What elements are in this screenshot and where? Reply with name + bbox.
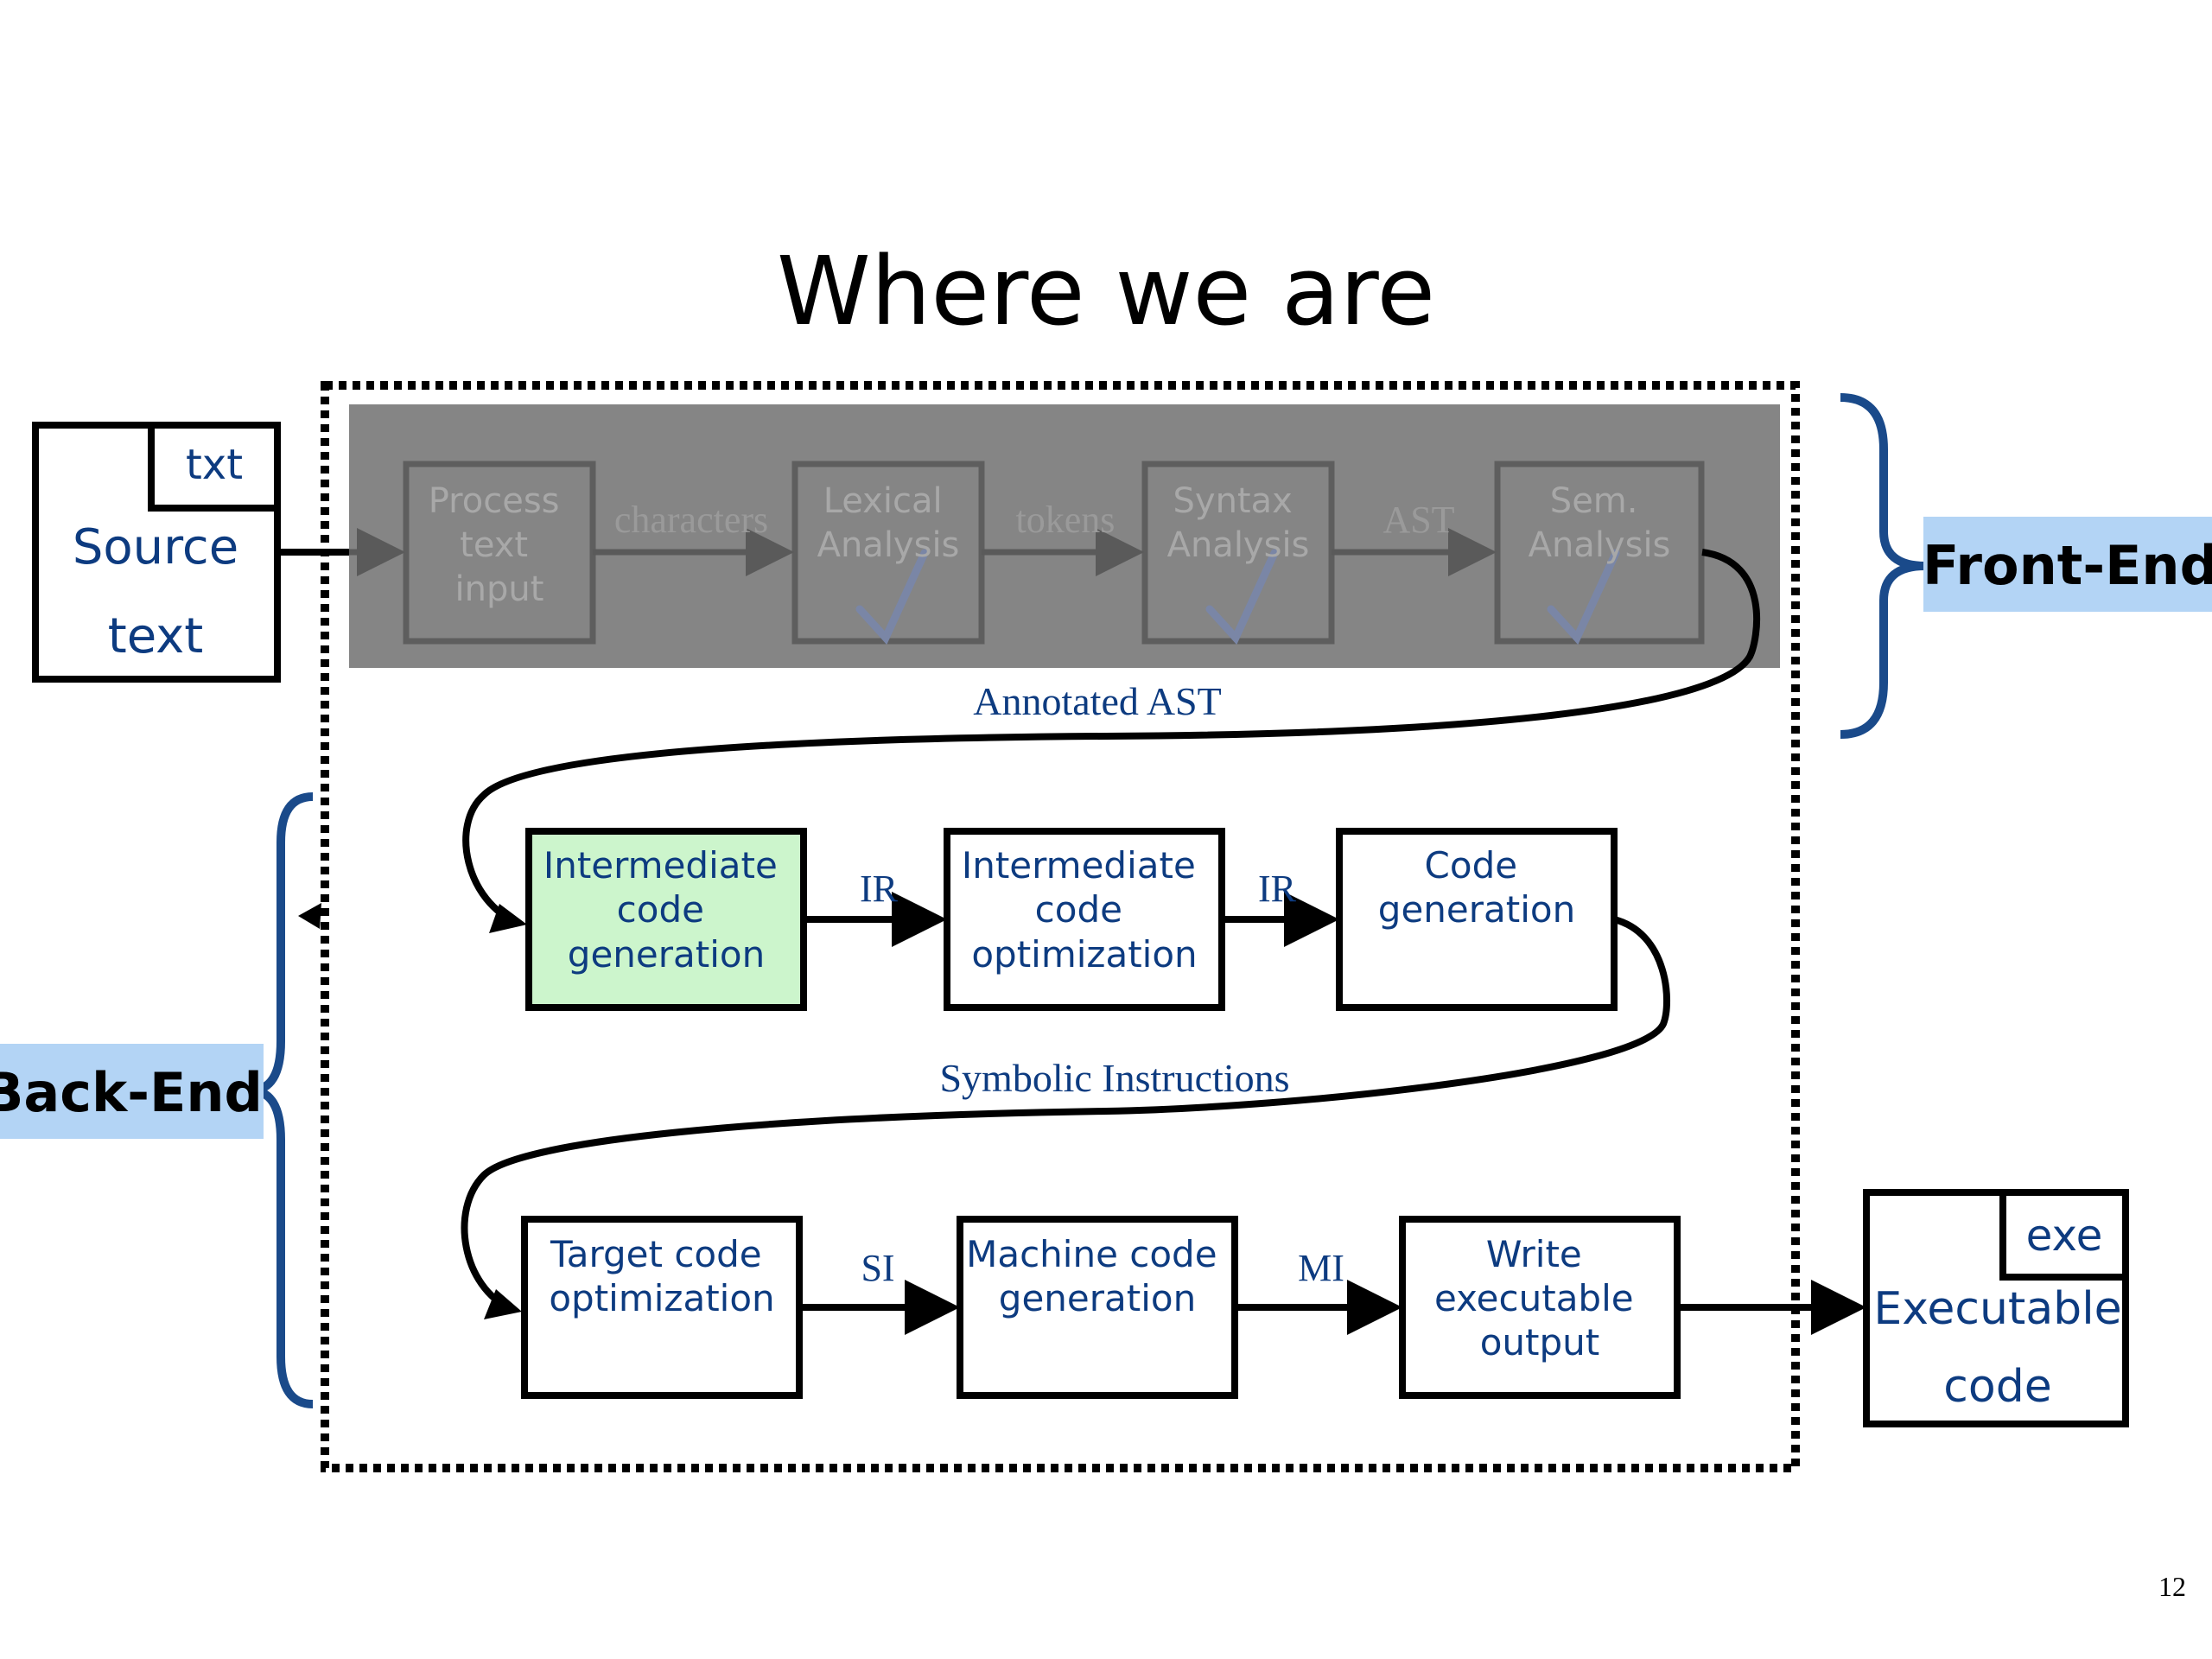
stage-label: Process <box>429 481 560 521</box>
edge-label-mi: MI <box>1298 1247 1344 1289</box>
svg-text:Machine code generation: Machine code generation <box>966 1233 1229 1319</box>
stage-label: Sem. <box>1550 481 1638 521</box>
edge-label-characters: characters <box>614 499 768 541</box>
edge-label-tokens: tokens <box>1016 499 1116 541</box>
stage-box-write-executable-output <box>1399 1216 1681 1399</box>
front-end-label: Front-End <box>1923 534 2212 597</box>
source-label-line2: text <box>108 608 204 664</box>
front-end-brace <box>1840 393 1926 739</box>
stage-label: executable <box>1434 1277 1634 1319</box>
page-number: 12 <box>2158 1571 2186 1602</box>
stage-label: Analysis <box>1167 525 1310 565</box>
stage-label: Analysis <box>1529 525 1671 565</box>
front-end-label-bg <box>1923 517 2212 612</box>
stage-label: generation <box>1378 888 1575 931</box>
arrowhead <box>484 1289 522 1319</box>
stage-label: Write <box>1486 1233 1582 1275</box>
stage-box-target-code-optimization <box>521 1216 803 1399</box>
svg-text:Write executable o: Write executable output <box>1434 1233 1645 1363</box>
back-end-label-bg <box>0 1044 264 1139</box>
annotated-ast-label: Annotated AST <box>973 679 1221 723</box>
stage-label: generation <box>568 933 765 976</box>
svg-text:Sem. Analysis: Sem. Analysis <box>1529 481 1671 565</box>
stage-label: Intermediate <box>543 844 778 887</box>
stage-label: input <box>455 569 544 609</box>
stage-label: output <box>1480 1321 1600 1363</box>
stage-label: optimization <box>549 1277 774 1319</box>
stage-label: Syntax <box>1173 481 1293 521</box>
stage-label: Analysis <box>817 525 960 565</box>
stage-label: Intermediate <box>962 844 1196 887</box>
annotated-ast-connector <box>462 549 1761 926</box>
edge-label-ast: AST <box>1382 499 1454 541</box>
stage-label: code <box>1035 888 1122 931</box>
stage-box-machine-code-generation <box>957 1216 1238 1399</box>
back-end-label: Back-End <box>0 1061 263 1124</box>
svg-text:Intermediate code: Intermediate code optimization <box>962 844 1207 976</box>
compiler-boundary <box>321 381 1800 1472</box>
executable-label-line2: code <box>1943 1361 2051 1413</box>
stage-label: Machine code <box>966 1233 1217 1275</box>
executable-code-document: exe Executable code <box>1863 1189 2129 1427</box>
symbolic-instructions-label: Symbolic Instructions <box>939 1056 1289 1100</box>
svg-text:Intermediate code: Intermediate code generation <box>543 844 789 976</box>
front-end-overlay <box>349 404 1780 668</box>
stage-label: code <box>617 888 704 931</box>
svg-text:Process text input: Process text input <box>429 481 570 609</box>
edge-label-si: SI <box>861 1247 894 1289</box>
back-end-row1: Intermediate code generation Intermediat… <box>525 828 1618 1011</box>
stage-label: Code <box>1425 844 1518 887</box>
stage-box-intermediate-code-generation <box>525 828 807 1011</box>
stage-label: Lexical <box>823 481 943 521</box>
front-end-stages: Process text input Lexical Analysis Synt… <box>278 461 1705 645</box>
stage-label: optimization <box>971 933 1197 976</box>
executable-tag-label: exe <box>2026 1211 2103 1261</box>
exe-tag <box>1999 1189 2129 1281</box>
stage-label: Target code <box>550 1233 762 1275</box>
edge-label-ir: IR <box>1258 868 1297 910</box>
check-icon <box>1547 549 1620 645</box>
symbolic-instructions-connector <box>461 916 1670 1313</box>
check-icon <box>855 549 929 645</box>
source-text-document: txt Source text <box>32 422 281 683</box>
arrowhead <box>489 904 527 933</box>
svg-text:Code generation: Code generation <box>1378 844 1575 931</box>
stage-label: text <box>460 525 528 565</box>
edge-label-ir: IR <box>860 868 899 910</box>
svg-text:Lexical Analysis: Lexical Analysis <box>817 481 960 565</box>
small-arrowhead <box>298 903 321 929</box>
svg-text:Syntax Analysis: Syntax Analysis <box>1167 481 1310 565</box>
stage-box-semantic <box>1494 461 1705 645</box>
source-tag-label: txt <box>186 441 243 489</box>
executable-label-line1: Executable <box>1873 1283 2121 1335</box>
stage-label: generation <box>999 1277 1196 1319</box>
back-end-row2: Target code optimization Machine code ge… <box>521 1216 1866 1399</box>
slide-title: Where we are <box>777 236 1435 346</box>
source-label-line1: Source <box>73 519 238 575</box>
check-icon <box>1205 549 1279 645</box>
txt-tag <box>148 422 281 512</box>
svg-text:Target code optimization: Target code optimization <box>549 1233 774 1319</box>
